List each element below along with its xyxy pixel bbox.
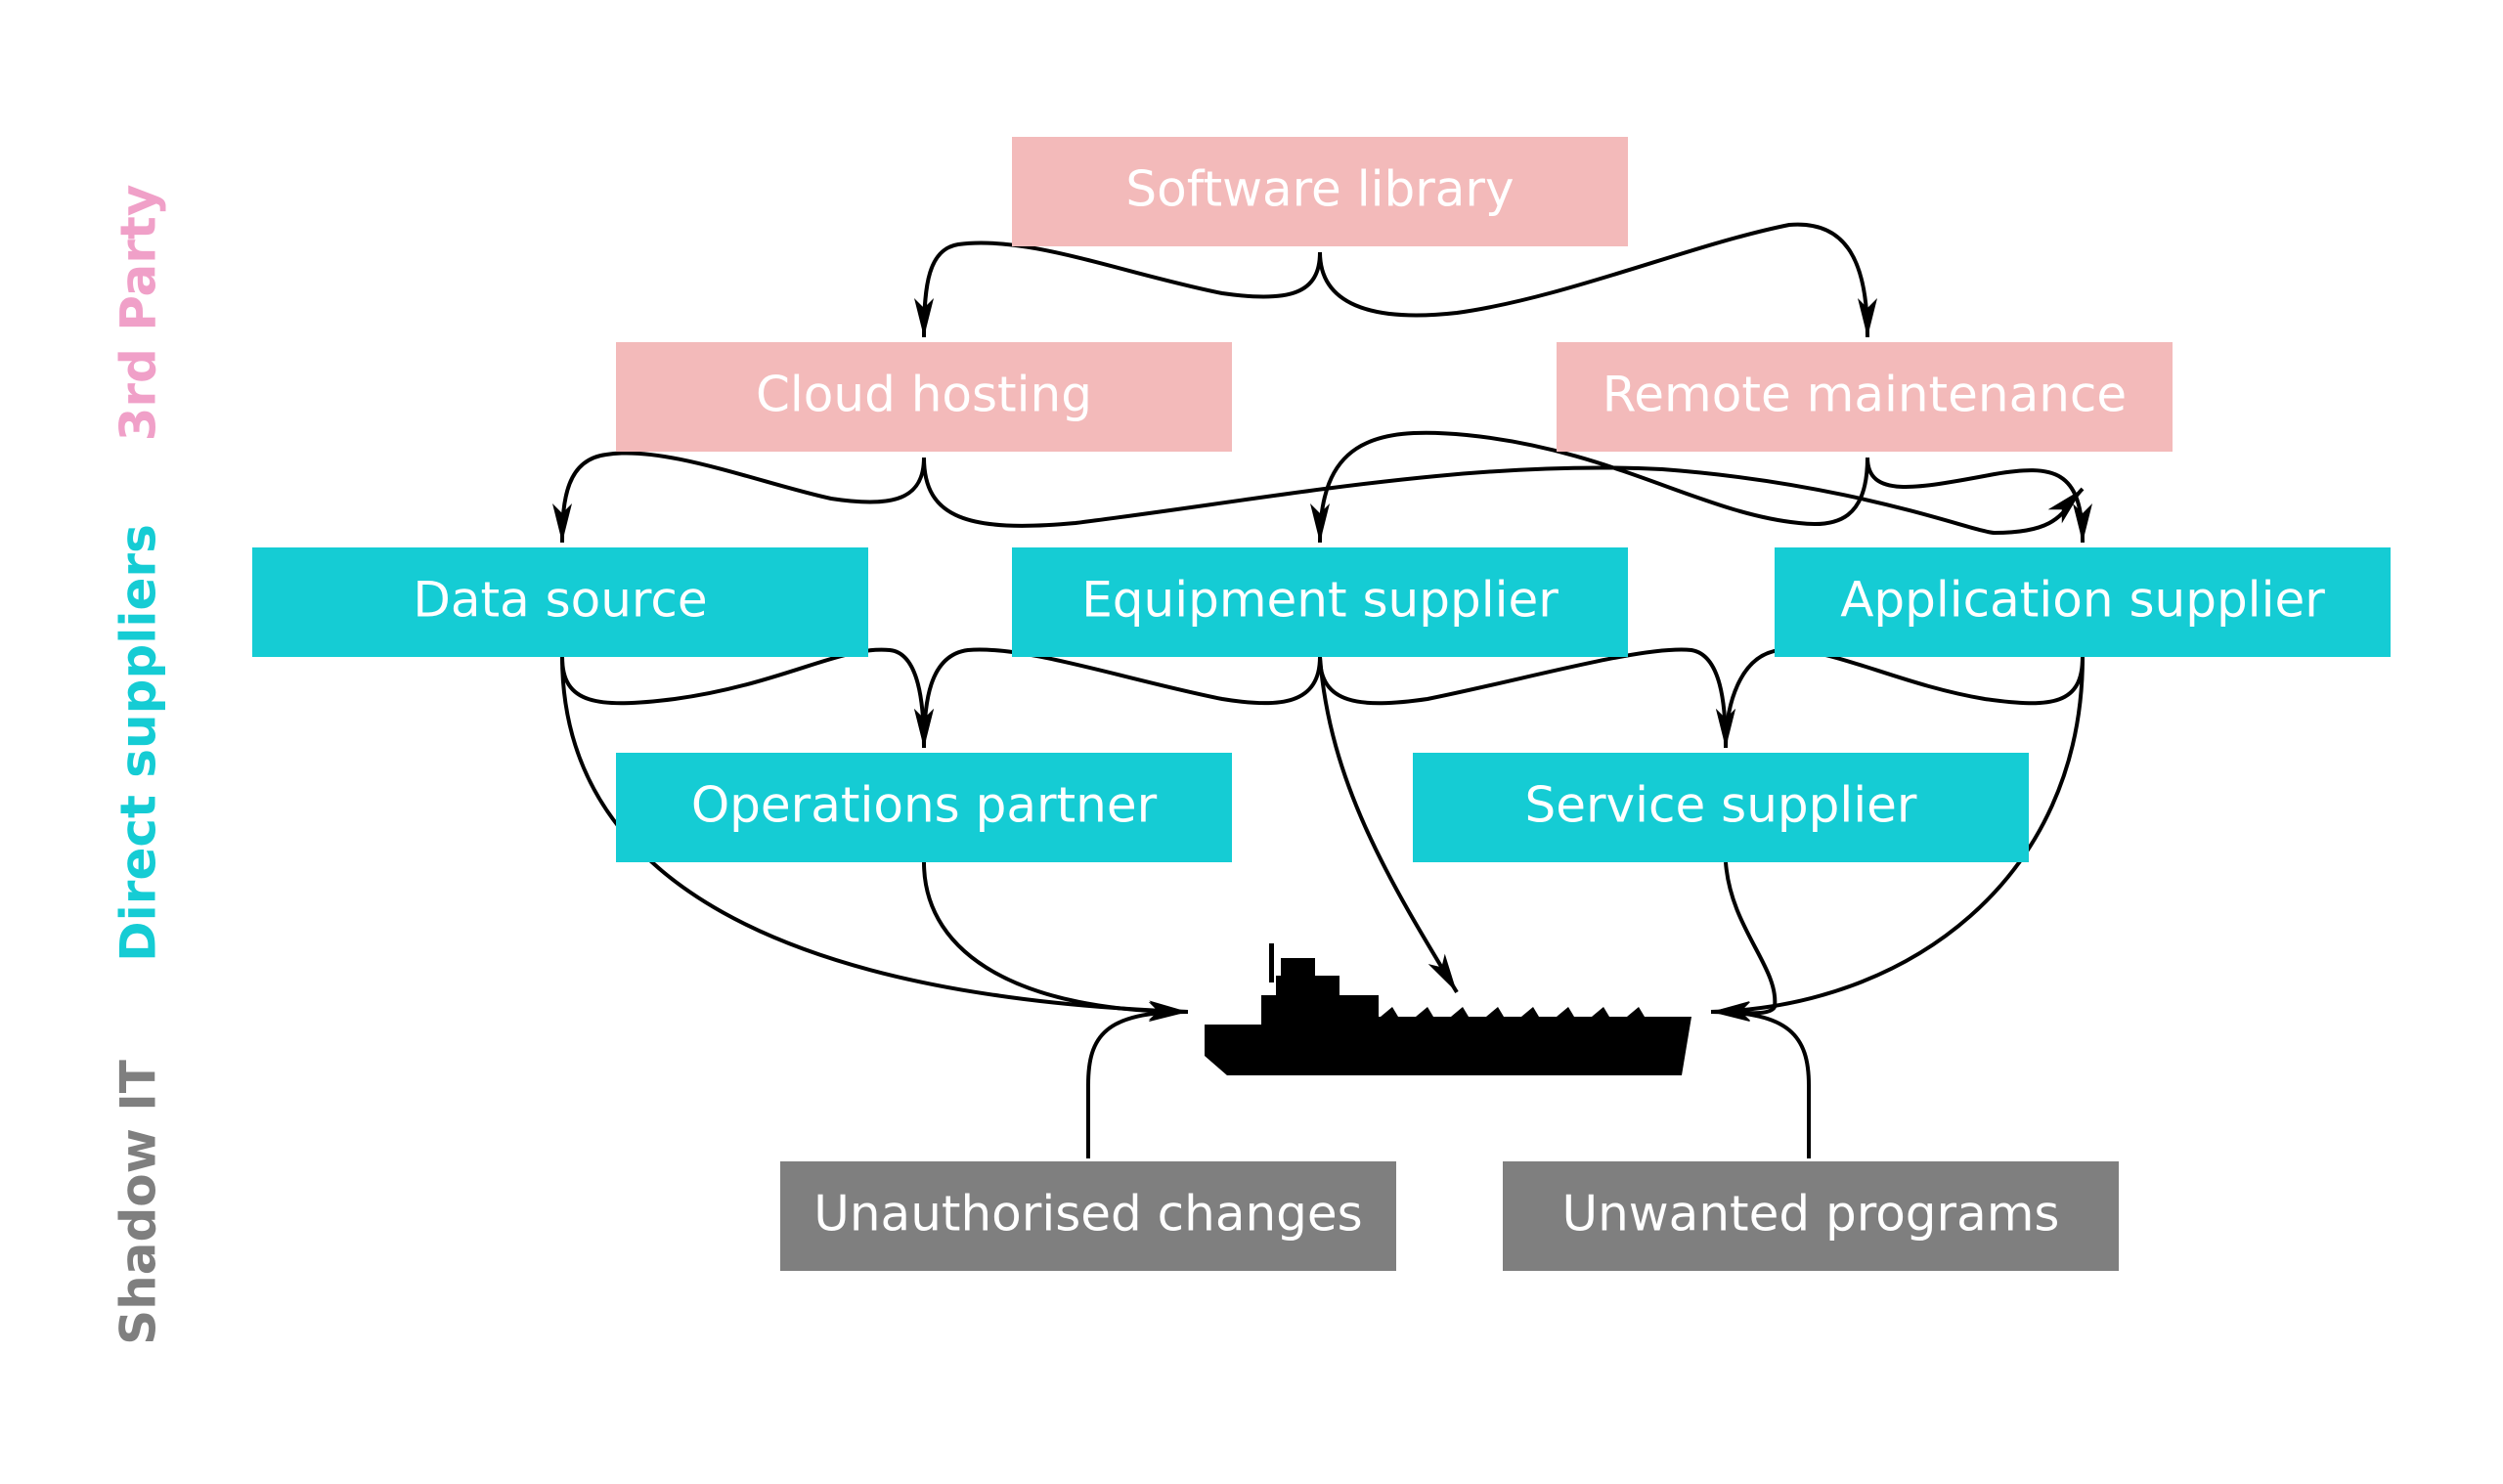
edge-application-supplier-to-service-supplier [1716,647,2085,749]
edge-equipment-supplier-to-operations-partner [914,647,1322,749]
node-service-supplier: Service supplier [1413,753,2029,862]
side-label-shadow-it: Shadow IT [110,1060,167,1345]
node-remote-maintenance: Remote maintenance [1557,342,2173,452]
edge-software-library-to-cloud-hosting [914,240,1322,338]
edge-application-supplier-to-ship [1710,656,2085,1021]
edges [552,222,2092,1158]
node-operations-partner: Operations partner [616,753,1232,862]
edge-equipment-supplier-to-service-supplier [1318,647,1735,749]
edge-remote-maintenance-to-equipment-supplier [1310,430,1869,544]
node-unwanted-programs: Unwanted programs [1503,1161,2119,1271]
edge-software-library-to-remote-maintenance [1318,222,1877,338]
node-label: Unauthorised changes [813,1186,1362,1243]
side-label-third-party: 3rd Party [110,185,167,442]
edge-cloud-hosting-to-data-source [552,451,926,544]
node-unauthorised-changes: Unauthorised changes [780,1161,1396,1271]
node-label: Data source [413,572,707,629]
node-label: Unwanted programs [1562,1186,2060,1243]
edge-service-supplier-to-ship [1710,861,1778,1023]
edge-data-source-to-ship [560,656,1189,1021]
node-label: Application supplier [1840,572,2325,629]
node-application-supplier: Application supplier [1775,547,2391,657]
node-label: Operations partner [691,777,1158,834]
edge-unauthorised-changes-to-ship [1086,1002,1189,1158]
node-cloud-hosting: Cloud hosting [616,342,1232,452]
node-label: Equipment supplier [1081,572,1559,629]
edge-operations-partner-to-ship [922,861,1189,1022]
cargo-ship-icon [1205,943,1691,1075]
edge-equipment-supplier-to-ship [1318,656,1459,994]
node-label: Cloud hosting [756,367,1092,423]
side-label-direct-suppliers: Direct suppliers [110,524,167,962]
node-label: Remote maintenance [1603,367,2127,423]
node-data-source: Data source [252,547,868,657]
node-software-library: Software library [1012,137,1628,246]
node-label: Software library [1125,161,1514,218]
node-label: Service supplier [1524,777,1916,834]
edge-cloud-hosting-to-application-supplier [922,457,2085,536]
node-equipment-supplier: Equipment supplier [1012,547,1628,657]
edge-unwanted-programs-to-ship [1710,1002,1811,1158]
edge-remote-maintenance-to-application-supplier [1866,457,2092,544]
edge-data-source-to-operations-partner [560,647,934,749]
